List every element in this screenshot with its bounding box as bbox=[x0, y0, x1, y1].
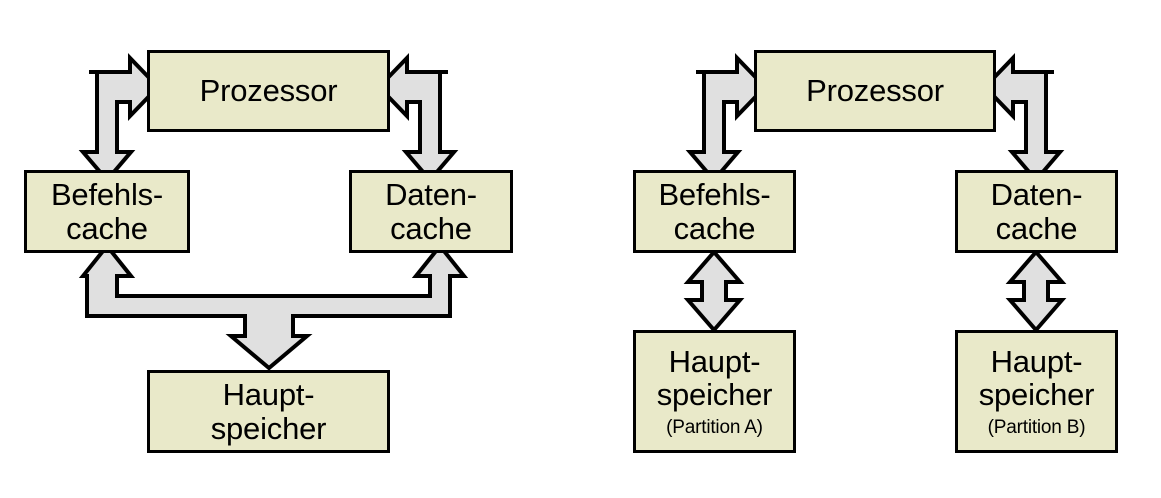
node-left-instruction-cache[interactable]: Befehls- cache bbox=[24, 170, 190, 253]
connector-right-processor-data-cache bbox=[982, 53, 1065, 184]
node-right-main-memory-b[interactable]: Haupt- speicher (Partition B) bbox=[955, 330, 1118, 453]
node-left-main-memory-label: Haupt- speicher bbox=[210, 377, 327, 446]
node-right-instruction-cache[interactable]: Befehls- cache bbox=[633, 170, 796, 253]
node-left-main-memory[interactable]: Haupt- speicher bbox=[147, 370, 390, 453]
connector-left-caches-main-memory bbox=[78, 242, 469, 371]
node-right-data-cache[interactable]: Daten- cache bbox=[955, 170, 1118, 253]
node-right-main-memory-b-partition: (Partition B) bbox=[987, 416, 1086, 438]
node-right-main-memory-a-partition: (Partition A) bbox=[666, 416, 763, 438]
connector-right-processor-instruction-cache bbox=[685, 53, 768, 184]
node-left-instruction-cache-label: Befehls- cache bbox=[50, 177, 164, 246]
connector-left-processor-instruction-cache bbox=[78, 53, 161, 184]
node-right-main-memory-b-label: Haupt- speicher bbox=[978, 343, 1095, 413]
node-right-main-memory-a[interactable]: Haupt- speicher (Partition A) bbox=[633, 330, 796, 453]
node-left-processor[interactable]: Prozessor bbox=[147, 50, 390, 132]
connector-right-instruction-cache-memory-a bbox=[683, 248, 745, 334]
node-left-data-cache[interactable]: Daten- cache bbox=[349, 170, 513, 253]
node-right-processor-label: Prozessor bbox=[806, 73, 944, 109]
node-left-data-cache-label: Daten- cache bbox=[385, 177, 477, 246]
node-right-processor[interactable]: Prozessor bbox=[754, 50, 996, 132]
connector-left-processor-data-cache bbox=[376, 53, 459, 184]
connector-right-data-cache-memory-b bbox=[1005, 248, 1067, 334]
node-left-processor-label: Prozessor bbox=[199, 73, 338, 109]
node-right-main-memory-a-label: Haupt- speicher bbox=[656, 343, 773, 413]
node-right-instruction-cache-label: Befehls- cache bbox=[658, 177, 771, 246]
node-right-data-cache-label: Daten- cache bbox=[990, 177, 1083, 246]
